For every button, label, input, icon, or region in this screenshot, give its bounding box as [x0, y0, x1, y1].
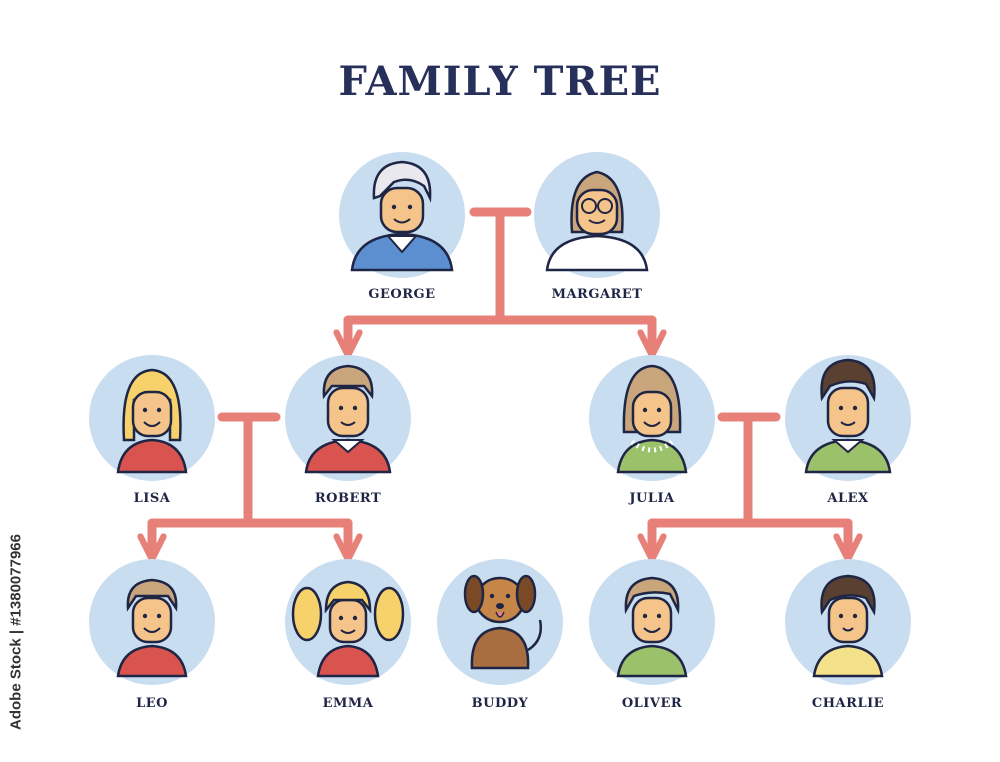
george-avatar — [339, 152, 465, 278]
leo-label: LEO — [136, 696, 168, 711]
connector-julia-alex — [652, 412, 848, 548]
connector-lisa-robert — [152, 412, 348, 548]
stock-id-text: Adobe Stock | #1380077966 — [7, 534, 25, 730]
oliver-label: OLIVER — [621, 696, 683, 711]
lisa-label: LISA — [133, 491, 171, 506]
oliver-avatar — [589, 559, 715, 685]
stock-watermark: Adobe Stock | #1380077966 — [6, 512, 26, 752]
robert-label: ROBERT — [314, 491, 382, 506]
george-label: GEORGE — [368, 287, 436, 302]
margaret-avatar — [534, 152, 660, 278]
charlie-label: CHARLIE — [811, 696, 885, 711]
julia-avatar — [589, 355, 715, 481]
diagram-title: FAMILY TREE — [338, 58, 662, 105]
connector-grandparents — [348, 207, 652, 344]
leo-avatar — [89, 559, 215, 685]
emma-avatar — [285, 559, 411, 685]
lisa-avatar — [89, 355, 215, 481]
charlie-avatar — [785, 559, 911, 685]
julia-label: JULIA — [629, 491, 675, 506]
emma-label: EMMA — [322, 696, 374, 711]
robert-avatar — [285, 355, 411, 481]
buddy-label: BUDDY — [471, 696, 529, 711]
alex-avatar — [785, 355, 911, 481]
alex-label: ALEX — [827, 491, 869, 506]
margaret-label: MARGARET — [551, 287, 643, 302]
buddy-avatar — [437, 559, 563, 685]
